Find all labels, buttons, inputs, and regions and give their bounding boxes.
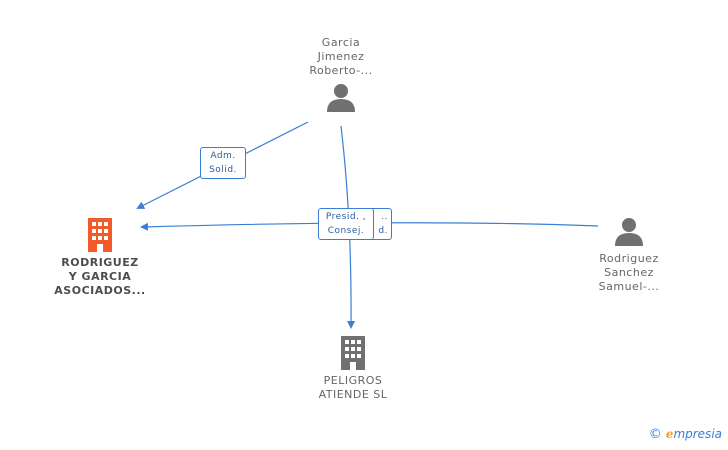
building-icon: [341, 336, 365, 370]
company-node-peligros[interactable]: PELIGROS ATIENDE SL: [308, 336, 398, 402]
brand-name: mpresia: [673, 427, 722, 441]
edge-label-adm-solid[interactable]: Adm. Solid.: [200, 147, 246, 179]
edge-rodriguez-to-main: [140, 222, 599, 231]
person-icon: [615, 218, 643, 246]
person-node-rodriguez[interactable]: Rodriguez Sanchez Samuel-...: [584, 216, 674, 294]
company-node-main[interactable]: RODRIGUEZ Y GARCIA ASOCIADOS...: [54, 218, 146, 298]
person-label-garcia: Garcia Jimenez Roberto-...: [309, 36, 373, 77]
person-icon: [327, 84, 355, 112]
building-icon: [88, 218, 112, 252]
company-label-peligros: PELIGROS ATIENDE SL: [318, 374, 388, 401]
brand-e-logo: e: [665, 427, 674, 441]
copyright-symbol: ©: [648, 427, 662, 442]
edge-label-presid-consej[interactable]: Presid. , Consej.: [318, 208, 374, 240]
person-node-garcia[interactable]: Garcia Jimenez Roberto-...: [300, 36, 382, 114]
brand-watermark: ©empresia: [649, 427, 722, 442]
company-label-main: RODRIGUEZ Y GARCIA ASOCIADOS...: [54, 256, 146, 297]
person-label-rodriguez: Rodriguez Sanchez Samuel-...: [598, 252, 660, 293]
